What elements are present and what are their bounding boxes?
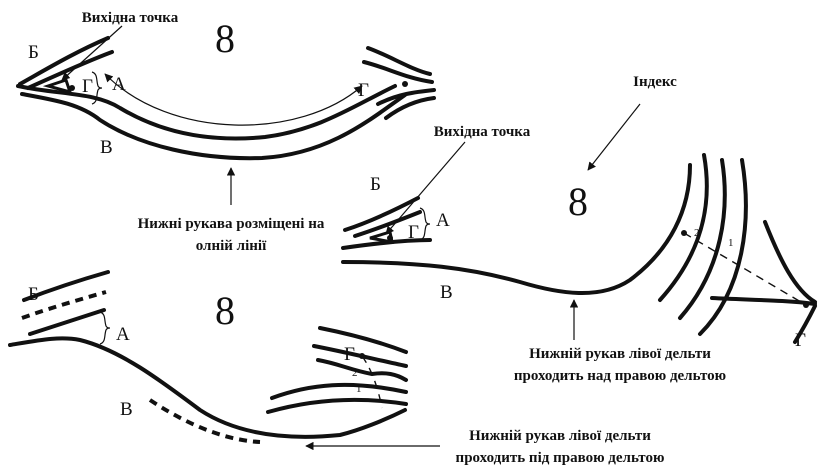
delta-left-dot bbox=[69, 85, 75, 91]
ridge-b-lower bbox=[26, 50, 114, 90]
bl-right-4 bbox=[270, 382, 408, 400]
bl-ridge-1 bbox=[22, 270, 110, 302]
letter-g-right-outer: Г bbox=[795, 330, 806, 351]
bl-ridge-3 bbox=[28, 308, 106, 336]
ridge-right-4 bbox=[384, 96, 436, 120]
ridge-count-line-right bbox=[683, 232, 807, 306]
count-1-bottom: 1 bbox=[356, 383, 362, 395]
double-arrow bbox=[104, 73, 363, 126]
delta-right-dot bbox=[402, 81, 408, 87]
brace-a-top bbox=[91, 71, 103, 105]
bl-right-1 bbox=[318, 326, 408, 354]
pattern-number-top: 8 bbox=[215, 16, 235, 61]
delta-left bbox=[42, 78, 73, 95]
panel-top-left: Вихідна точка 8 Б Г А Г В Нижні рукава р… bbox=[16, 10, 436, 254]
loop-ridge-2 bbox=[678, 158, 727, 320]
panel-right: Індекс 8 Вихідна точка Б Г А В Г 2 1 Ниж… bbox=[341, 74, 817, 384]
bl-ridge-main-dashed bbox=[148, 398, 261, 444]
right-delta-left-dot bbox=[387, 235, 393, 241]
ridge-main-upper bbox=[16, 84, 397, 141]
count-2-bottom: 2 bbox=[352, 367, 358, 379]
letter-g-right-inner: Г bbox=[408, 222, 419, 243]
bl-right-5 bbox=[266, 397, 408, 414]
right-ridge-main-upper bbox=[341, 238, 432, 250]
letter-b-right: Б bbox=[370, 174, 381, 195]
bl-ridge-count-line bbox=[361, 355, 383, 409]
right-delta-arm-1 bbox=[763, 220, 817, 304]
right-delta-arm-3 bbox=[793, 304, 817, 344]
caption-top-line2: олній лінії bbox=[196, 238, 267, 254]
letter-a-right: А bbox=[436, 210, 450, 231]
caption-right-line1: Нижній рукав лівої дельти bbox=[529, 346, 711, 362]
panel-bottom-left: Б 8 А В Г 2 1 Нижній рукав лівої дельти … bbox=[8, 270, 665, 466]
index-label: Індекс bbox=[633, 74, 677, 90]
start-point-pointer-right bbox=[385, 141, 466, 235]
ridge-right-1 bbox=[366, 46, 432, 76]
pattern-number-right: 8 bbox=[568, 179, 588, 224]
letter-g-top-left: Г bbox=[82, 76, 93, 97]
count-start-dot-right bbox=[681, 230, 687, 236]
caption-bottom-line1: Нижній рукав лівої дельти bbox=[469, 428, 651, 444]
start-point-label: Вихідна точка bbox=[82, 10, 179, 26]
ridge-b-upper bbox=[18, 36, 110, 86]
right-delta-arm-2 bbox=[710, 296, 817, 306]
right-ridge-main-lower bbox=[341, 163, 692, 296]
brace-a-right bbox=[419, 207, 431, 241]
count-1-right: 1 bbox=[728, 237, 734, 249]
letter-g-top-right: Г bbox=[358, 80, 369, 101]
count-2-right: 2 bbox=[694, 227, 700, 239]
ridge-main-lower bbox=[20, 92, 407, 161]
ridge-right-3 bbox=[376, 88, 436, 106]
right-ridge-b-upper bbox=[343, 196, 420, 232]
letter-a-bottom: А bbox=[116, 324, 130, 345]
brace-a-bottom bbox=[99, 311, 111, 345]
index-pointer bbox=[587, 103, 641, 171]
letter-g-bottom: Г bbox=[344, 344, 355, 365]
caption-bottom-line2: проходить під правою дельтою bbox=[456, 450, 665, 466]
bl-ridge-main bbox=[8, 336, 407, 439]
letter-a-top: А bbox=[112, 74, 126, 95]
ridge-right-2 bbox=[362, 60, 434, 84]
loop-ridge-1 bbox=[658, 153, 709, 302]
letter-v-right: В bbox=[440, 282, 453, 303]
right-ridge-b-lower bbox=[353, 210, 422, 238]
caption-right-line2: проходить над правою дельтою bbox=[514, 368, 726, 384]
pattern-number-bottom: 8 bbox=[215, 288, 235, 333]
letter-b-top: Б bbox=[28, 42, 39, 63]
bl-ridge-2-dashed bbox=[21, 290, 107, 320]
letter-v-bottom: В bbox=[120, 399, 133, 420]
loop-ridge-3 bbox=[698, 158, 748, 336]
letter-v-top: В bbox=[100, 137, 113, 158]
start-point-label-right: Вихідна точка bbox=[434, 124, 531, 140]
letter-b-bottom: Б bbox=[28, 284, 39, 305]
start-point-pointer bbox=[61, 25, 123, 81]
caption-top-line1: Нижні рукава розміщені на bbox=[138, 216, 325, 232]
